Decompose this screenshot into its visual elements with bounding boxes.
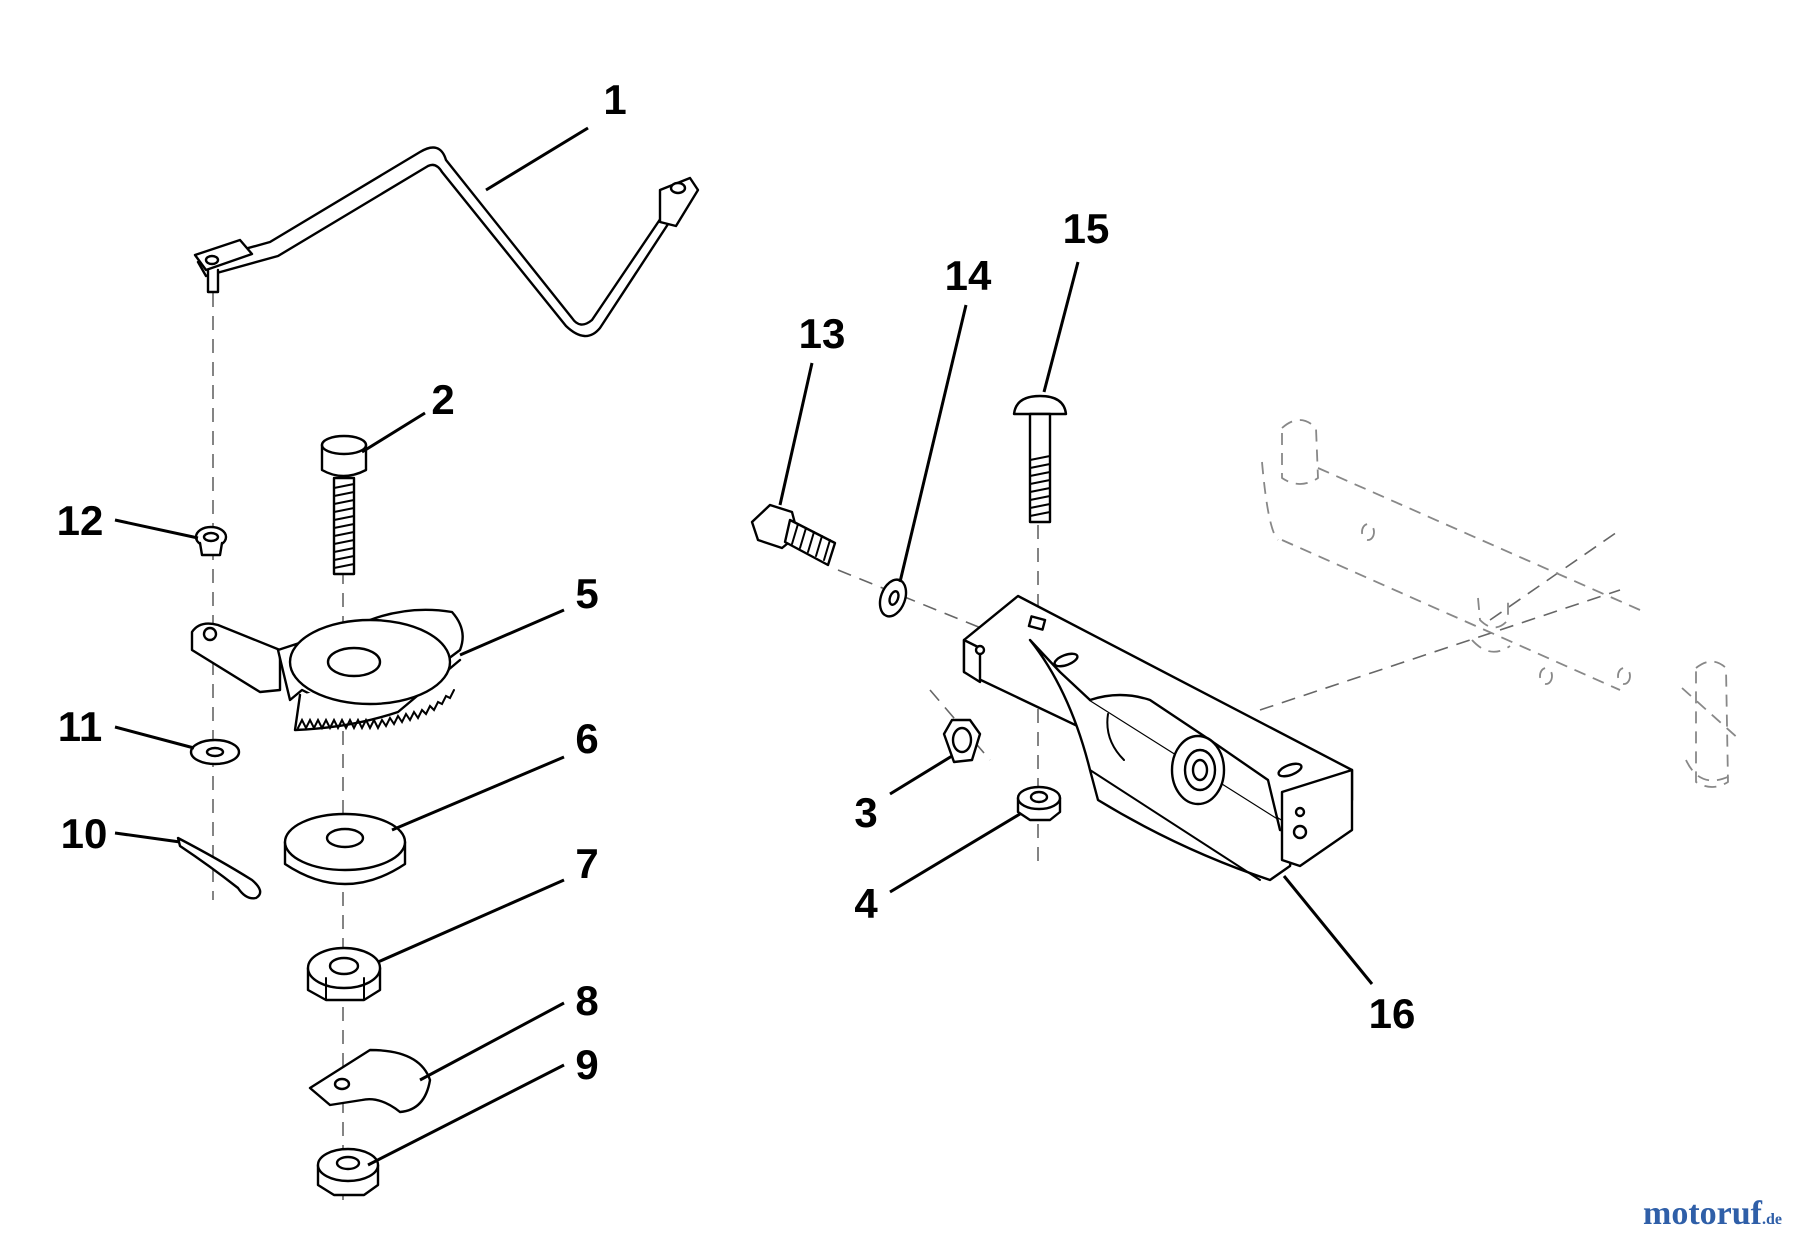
callout-13: 13: [799, 310, 846, 357]
part-3-nut: [942, 718, 982, 764]
part-6-spacer: [283, 812, 407, 886]
callout-11: 11: [58, 703, 102, 750]
callout-2: 2: [431, 376, 454, 423]
part-1-drag-link: [193, 146, 700, 338]
part-16-bracket: [962, 594, 1354, 882]
leader-lines: [114, 126, 1374, 1167]
callout-15: 15: [1063, 205, 1110, 252]
callout-1: 1: [603, 76, 626, 123]
part-15-carriage-bolt: [1012, 394, 1068, 524]
watermark-main: motoruf: [1643, 1195, 1762, 1232]
callout-16: 16: [1369, 990, 1416, 1037]
part-4-nut: [1016, 785, 1062, 822]
watermark-suffix: .de: [1762, 1211, 1782, 1228]
phantom-axle: [1261, 419, 1741, 788]
alignment-lines: [212, 270, 1621, 1200]
part-10-cotter-pin: [176, 836, 262, 900]
callout-7: 7: [575, 840, 598, 887]
part-11-washer: [189, 738, 241, 766]
callout-9: 9: [575, 1041, 598, 1088]
callout-5: 5: [575, 570, 598, 617]
part-8-clip: [308, 1048, 432, 1114]
callout-8: 8: [575, 977, 598, 1024]
part-12-bushing: [194, 525, 228, 557]
motoruf-watermark: motoruf.de: [1643, 1195, 1782, 1233]
callout-14: 14: [945, 252, 992, 299]
callout-12: 12: [57, 497, 104, 544]
part-14-washer: [878, 578, 908, 618]
callout-3: 3: [854, 789, 877, 836]
callout-4: 4: [854, 880, 878, 927]
part-7-hex-nut: [306, 946, 382, 1002]
part-9-lock-nut: [316, 1147, 380, 1197]
part-13-hex-bolt: [750, 503, 837, 567]
callout-10: 10: [61, 810, 108, 857]
part-2-bolt: [320, 434, 368, 576]
callout-6: 6: [575, 715, 598, 762]
part-5-sector-gear: [190, 608, 464, 732]
callout-labels: 1 2 3 4 5 6 7 8 9 10 11 12 13 14 15 16: [57, 76, 1416, 1088]
